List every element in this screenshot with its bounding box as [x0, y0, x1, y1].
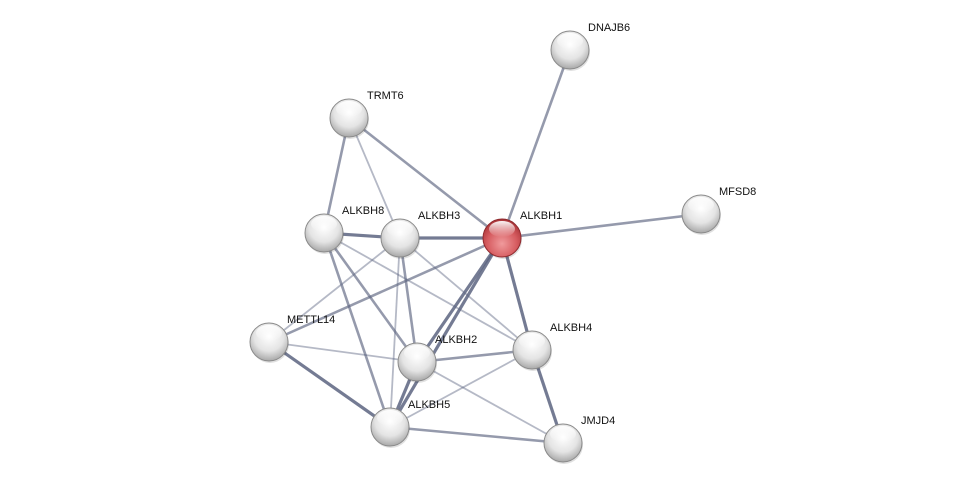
node-highlight [336, 101, 362, 117]
node-highlight [311, 216, 337, 232]
node-alkbh5[interactable]: ALKBH5 [370, 399, 450, 448]
node-label: ALKBH2 [435, 334, 477, 346]
edge-alkbh3-alkbh5[interactable] [389, 237, 401, 428]
node-highlight [404, 345, 430, 361]
node-label: ALKBH1 [520, 210, 562, 222]
edge-mettl14-alkbh5[interactable] [268, 340, 391, 429]
node-mfsd8[interactable]: MFSD8 [681, 186, 756, 235]
node-highlight [387, 221, 413, 237]
node-dnajb6[interactable]: DNAJB6 [550, 22, 630, 71]
edge-alkbh1-dnajb6[interactable] [500, 49, 572, 239]
edge-alkbh8-alkbh4[interactable] [323, 232, 533, 351]
node-label: ALKBH3 [418, 210, 460, 222]
node-highlight [550, 426, 576, 442]
node-highlight [519, 333, 545, 349]
node-label: ALKBH8 [342, 205, 384, 217]
edge-alkbh1-alkbh5[interactable] [388, 237, 504, 428]
node-label: MFSD8 [719, 186, 756, 198]
edge-alkbh3-alkbh2[interactable] [398, 237, 419, 363]
node-label: METTL14 [287, 314, 335, 326]
node-highlight [557, 33, 583, 49]
edge-alkbh1-trmt6[interactable] [348, 116, 503, 240]
edge-alkbh4-alkbh5[interactable] [389, 349, 533, 428]
node-highlight [489, 221, 515, 237]
node-alkbh3[interactable]: ALKBH3 [380, 210, 460, 259]
edge-alkbh1-mfsd8[interactable] [501, 212, 702, 240]
node-trmt6[interactable]: TRMT6 [329, 90, 404, 139]
node-label: ALKBH5 [408, 399, 450, 411]
node-highlight [688, 197, 714, 213]
edge-alkbh1-mettl14[interactable] [268, 236, 503, 344]
edge-trmt6-alkbh3[interactable] [348, 117, 401, 239]
edge-alkbh2-jmjd4[interactable] [416, 361, 564, 444]
edge-alkbh3-alkbh4[interactable] [399, 237, 533, 351]
node-mettl14[interactable]: METTL14 [249, 314, 335, 363]
node-alkbh8[interactable]: ALKBH8 [304, 205, 384, 254]
node-label: ALKBH4 [550, 322, 592, 334]
edge-alkbh5-jmjd4[interactable] [389, 425, 564, 445]
node-highlight [256, 325, 282, 341]
edge-alkbh1-alkbh2[interactable] [415, 237, 504, 363]
edge-mettl14-alkbh2[interactable] [268, 341, 418, 363]
node-alkbh1[interactable]: ALKBH1 [482, 210, 562, 259]
node-highlight [377, 410, 403, 426]
node-label: DNAJB6 [588, 22, 630, 34]
node-alkbh2[interactable]: ALKBH2 [397, 334, 477, 383]
node-label: JMJD4 [581, 415, 615, 427]
node-alkbh4[interactable]: ALKBH4 [512, 322, 592, 371]
edge-alkbh3-mettl14[interactable] [268, 237, 401, 343]
node-jmjd4[interactable]: JMJD4 [543, 415, 615, 464]
edge-trmt6-alkbh8[interactable] [322, 117, 351, 234]
node-label: TRMT6 [367, 90, 404, 102]
edge-alkbh8-alkbh5[interactable] [322, 232, 392, 428]
